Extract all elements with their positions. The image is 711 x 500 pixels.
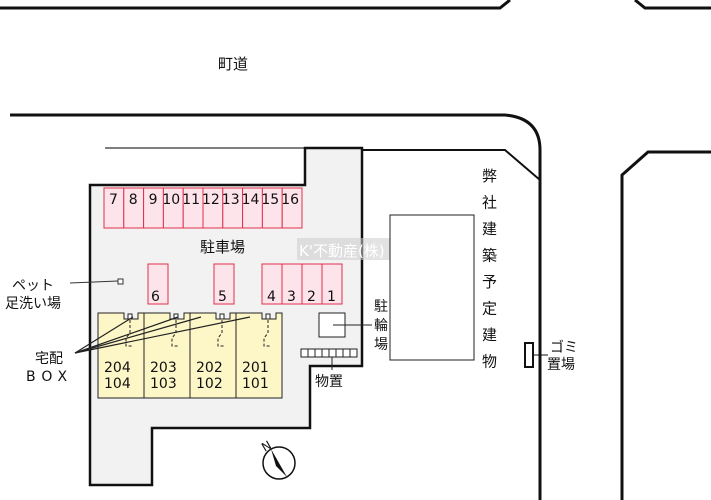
storage-cell — [342, 348, 351, 358]
road-label: 町道 — [218, 55, 248, 73]
planned-building-char: 予 — [482, 273, 497, 291]
site-lot — [88, 146, 364, 487]
parking-number: 2 — [307, 289, 316, 305]
bike-label-1: 駐 — [374, 299, 388, 315]
unit-number-upper: 203 — [150, 360, 177, 376]
parking-space — [321, 263, 343, 305]
storage-cell — [314, 348, 323, 358]
unit-number-lower: 103 — [150, 376, 177, 392]
planned-building-char: 建 — [482, 326, 497, 344]
garbage-area — [524, 342, 534, 368]
bike-label-2: 輪 — [374, 317, 388, 334]
parking-number: 6 — [151, 289, 160, 305]
delivery-box — [173, 313, 179, 320]
planned-building-char: 建 — [482, 220, 497, 238]
planned-building-char: 社 — [482, 194, 497, 212]
storage-cell — [321, 348, 330, 358]
planned-building-char: 築 — [482, 247, 497, 265]
parking-number: 7 — [109, 192, 118, 208]
pet-label-line2: 足洗い場 — [5, 296, 61, 312]
box-label-line2: BOX — [26, 369, 73, 385]
pet-label-line1: ペット — [12, 278, 54, 294]
parking-space-5 — [213, 263, 235, 305]
watermark: K'不動産(株) — [299, 242, 385, 260]
parking-number: 5 — [218, 289, 227, 305]
storage-cell — [307, 348, 316, 358]
storage-cell — [300, 348, 309, 358]
parking-number: 11 — [182, 192, 200, 208]
box-leader-lines — [74, 316, 251, 354]
parking-number: 8 — [129, 192, 138, 208]
garbage-label-1: ゴミ — [550, 339, 578, 356]
unit-number-upper: 201 — [242, 360, 269, 376]
parking-space — [281, 187, 303, 229]
storage-cell — [349, 348, 358, 358]
unit-number-upper: 204 — [104, 360, 131, 376]
pet-wash-marker — [117, 278, 124, 285]
planned-building — [389, 214, 475, 361]
bike-label-3: 場 — [374, 337, 388, 353]
parking-space-6 — [147, 263, 169, 305]
unit-number-lower: 102 — [196, 376, 223, 392]
parking-number: 12 — [202, 192, 220, 208]
parking-number: 10 — [162, 192, 180, 208]
planned-building-char: 物 — [482, 353, 497, 371]
unit-number-lower: 104 — [104, 376, 131, 392]
parking-number: 16 — [281, 192, 299, 208]
planned-building-char: 定 — [482, 300, 497, 318]
parking-number: 1 — [327, 289, 336, 305]
parking-number: 3 — [287, 289, 296, 305]
storage-cell — [335, 348, 344, 358]
apartment-unit — [235, 312, 283, 399]
parking-number: 13 — [222, 192, 240, 208]
unit-number-lower: 101 — [242, 376, 269, 392]
apartment-unit — [143, 312, 191, 399]
storage-cell — [328, 348, 337, 358]
delivery-box — [265, 313, 271, 320]
parking-number: 15 — [261, 192, 279, 208]
watermark-bg — [297, 238, 412, 260]
apartment-unit — [189, 312, 237, 399]
parking-number: 4 — [267, 289, 276, 305]
parking-number: 14 — [242, 192, 260, 208]
delivery-box — [219, 313, 225, 320]
parking-number: 9 — [149, 192, 158, 208]
compass-icon: N — [259, 438, 296, 480]
box-label-line1: 宅配 — [35, 351, 63, 367]
storage-shed — [300, 348, 358, 358]
storage-label: 物置 — [315, 374, 343, 390]
parking-label: 駐車場 — [200, 238, 245, 256]
planned-building-char: 弊 — [482, 167, 497, 185]
garbage-label-2: 置場 — [547, 357, 575, 373]
unit-number-upper: 202 — [196, 360, 223, 376]
apartment-unit — [97, 312, 145, 399]
leader-line — [69, 280, 119, 284]
